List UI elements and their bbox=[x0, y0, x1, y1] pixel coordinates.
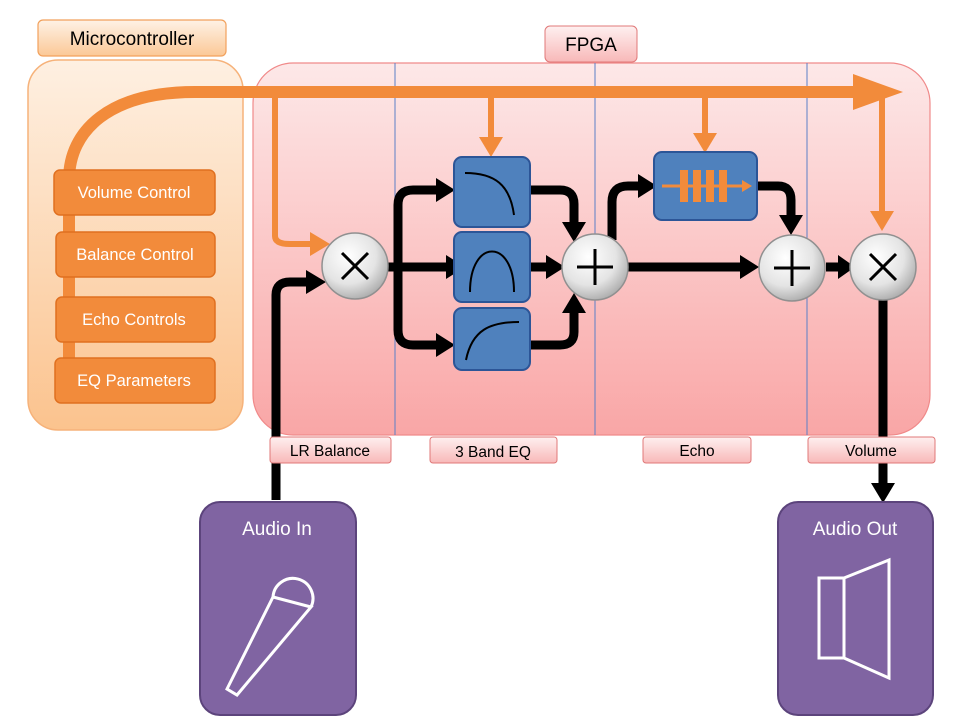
plus-icon-2 bbox=[774, 250, 810, 286]
audio-in-label: Audio In bbox=[242, 519, 312, 540]
volume-label: Volume bbox=[845, 443, 897, 460]
microphone-icon bbox=[225, 576, 315, 697]
lr-balance-tag bbox=[269, 436, 392, 464]
echo-controls-label: Echo Controls bbox=[82, 311, 186, 329]
echo-summer bbox=[758, 234, 826, 302]
highpass-curve-icon bbox=[465, 321, 520, 361]
echo-tag bbox=[642, 436, 752, 464]
eq-lowpass-block bbox=[453, 156, 531, 228]
signal-path bbox=[271, 181, 888, 500]
plus-icon bbox=[577, 249, 613, 285]
echo-controls-box bbox=[55, 296, 216, 343]
fpga-title: FPGA bbox=[565, 35, 617, 56]
volume-control-label: Volume Control bbox=[78, 184, 191, 202]
speaker-icon bbox=[817, 557, 891, 681]
echo-label: Echo bbox=[679, 443, 714, 460]
echo-delay-block bbox=[653, 151, 758, 221]
balance-control-box bbox=[55, 231, 216, 278]
balance-multiplier bbox=[321, 232, 389, 300]
eq-parameters-box bbox=[54, 357, 216, 404]
lowpass-curve-icon bbox=[464, 172, 515, 216]
audio-out-box bbox=[777, 501, 934, 716]
lr-balance-label: LR Balance bbox=[290, 443, 370, 460]
multiply-icon bbox=[340, 251, 370, 281]
microcontroller-title: Microcontroller bbox=[70, 29, 195, 50]
eq-summer bbox=[561, 233, 629, 301]
multiply-icon-2 bbox=[868, 252, 898, 282]
fpga-title-box bbox=[544, 25, 638, 63]
eq-bandpass-block bbox=[453, 231, 531, 303]
volume-multiplier bbox=[849, 233, 917, 301]
microcontroller-title-box bbox=[37, 19, 227, 57]
bandpass-curve-icon bbox=[469, 250, 515, 293]
volume-tag bbox=[807, 436, 936, 464]
audio-out-label: Audio Out bbox=[813, 519, 898, 540]
volume-control-box bbox=[53, 169, 216, 216]
eq-highpass-block bbox=[453, 307, 531, 371]
three-band-eq-label: 3 Band EQ bbox=[455, 444, 531, 461]
eq-parameters-label: EQ Parameters bbox=[77, 372, 191, 390]
balance-control-label: Balance Control bbox=[76, 246, 193, 264]
three-band-eq-tag bbox=[429, 436, 558, 464]
control-bus-arrowheads bbox=[310, 74, 903, 256]
